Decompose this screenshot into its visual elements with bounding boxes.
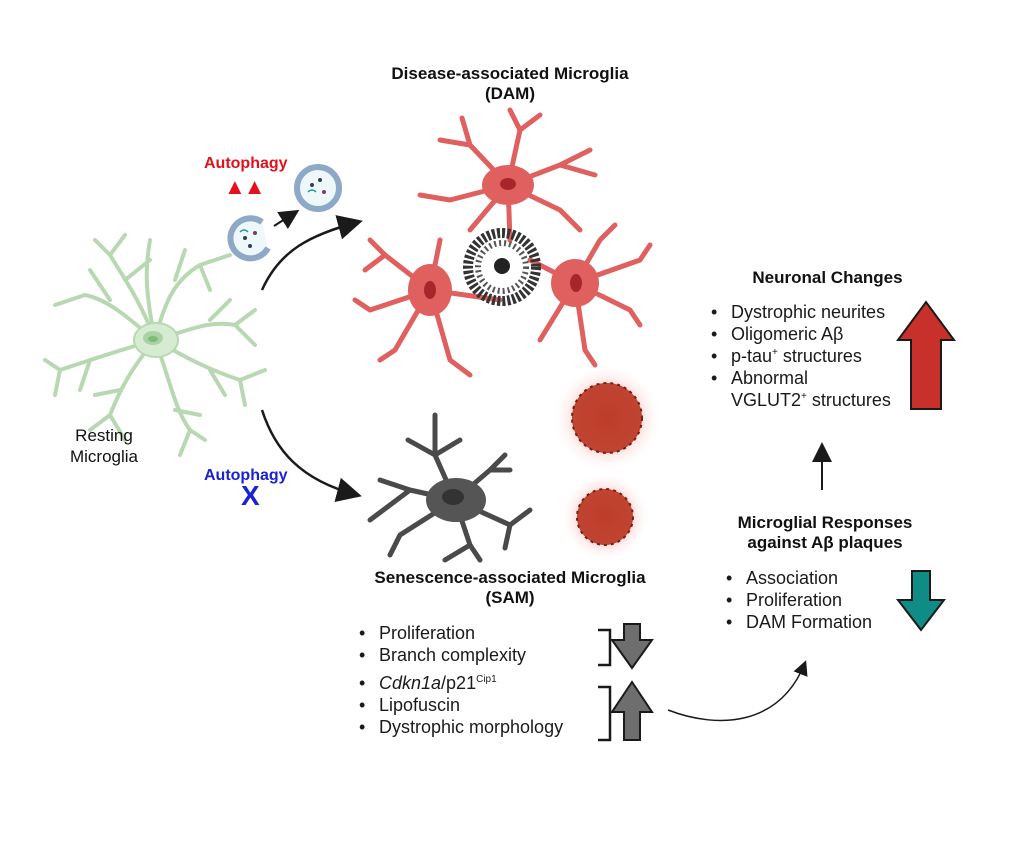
- vglut-rest: structures: [806, 390, 891, 410]
- sam-title: Senescence-associated Microglia (SAM): [340, 568, 680, 608]
- sam-item-dystrophic-morphology: Dystrophic morphology: [353, 716, 603, 738]
- increase-triangles-icon: ▲▲: [224, 174, 266, 199]
- phagophore-icon: [227, 215, 271, 262]
- sam-item-lipofuscin: Lipofuscin: [353, 694, 603, 716]
- neuronal-item-vglut2: VGLUT2+ structures: [705, 389, 925, 411]
- gene-name: Cdkn1a: [379, 673, 442, 693]
- sam-item-branch-complexity: Branch complexity: [353, 644, 603, 666]
- sam-title-line1: Senescence-associated Microglia: [374, 568, 646, 587]
- ptau-rest: structures: [777, 346, 862, 366]
- protein-superscript: Cip1: [476, 674, 497, 685]
- neuronal-item-dystrophic-neurites: Dystrophic neurites: [705, 301, 925, 323]
- responses-title: Microglial Responses against Aβ plaques: [690, 513, 960, 553]
- ptau-sup: +: [772, 347, 778, 358]
- responses-title-line1: Microglial Responses: [737, 513, 913, 532]
- responses-list: Association Proliferation DAM Formation: [720, 567, 910, 633]
- sam-cell-body: [426, 478, 486, 522]
- arrow-sam-to-responses: [667, 660, 808, 722]
- neuronal-changes-list: Dystrophic neurites Oligomeric Aβ p-tau+…: [705, 301, 925, 411]
- sam-item-cdkn1a: Cdkn1a/p21Cip1: [353, 672, 603, 694]
- resting-microglia-label: Resting Microglia: [56, 425, 152, 467]
- autophagy-increased-label: Autophagy: [204, 155, 288, 172]
- amyloid-plaque-large: [552, 363, 662, 473]
- sam-features-list: Proliferation Branch complexity Cdkn1a/p…: [353, 622, 603, 738]
- autophagosome-icon: [294, 164, 342, 212]
- amyloid-plaque-dam: [463, 228, 541, 306]
- protein-name: /p21: [441, 673, 477, 693]
- dam-title-line2: (DAM): [484, 84, 536, 103]
- responses-title-line2: against Aβ plaques: [747, 533, 903, 552]
- sam-bracket-increase: [598, 685, 612, 742]
- ptau-text: p-tau: [731, 346, 773, 366]
- arrow-to-sam: [260, 409, 362, 502]
- response-item-dam-formation: DAM Formation: [720, 611, 910, 633]
- vesicle-arrow: [273, 209, 300, 230]
- response-item-proliferation: Proliferation: [720, 589, 910, 611]
- response-item-association: Association: [720, 567, 910, 589]
- blocked-x-icon: X: [241, 480, 260, 511]
- dam-cell-bodies: [408, 165, 599, 316]
- dam-title: Disease-associated Microglia (DAM): [340, 64, 680, 104]
- vglut-text: VGLUT2: [731, 390, 802, 410]
- vglut-sup: +: [801, 391, 807, 402]
- dam-microglia-cluster: [352, 107, 653, 378]
- neuronal-item-oligomeric-abeta: Oligomeric Aβ: [705, 323, 925, 345]
- autophagy-blocked-label: Autophagy: [204, 467, 288, 484]
- amyloid-plaque-small: [560, 472, 650, 562]
- sam-bracket-decrease: [598, 628, 612, 667]
- dam-title-line1: Disease-associated Microglia: [391, 64, 629, 83]
- arrow-to-dam: [260, 215, 363, 291]
- resting-label-line2: Microglia: [69, 447, 139, 466]
- resting-label-line1: Resting: [75, 426, 133, 445]
- neuronal-changes-title: Neuronal Changes: [752, 268, 903, 287]
- sam-up-arrow-icon: [610, 680, 654, 741]
- sam-item-proliferation: Proliferation: [353, 622, 603, 644]
- resting-microglia-body: [133, 322, 179, 358]
- neuronal-item-ptau: p-tau+ structures: [705, 345, 925, 367]
- sam-down-arrow-icon: [610, 623, 654, 670]
- neuronal-item-abnormal: Abnormal: [705, 367, 925, 389]
- sam-title-line2: (SAM): [485, 588, 535, 607]
